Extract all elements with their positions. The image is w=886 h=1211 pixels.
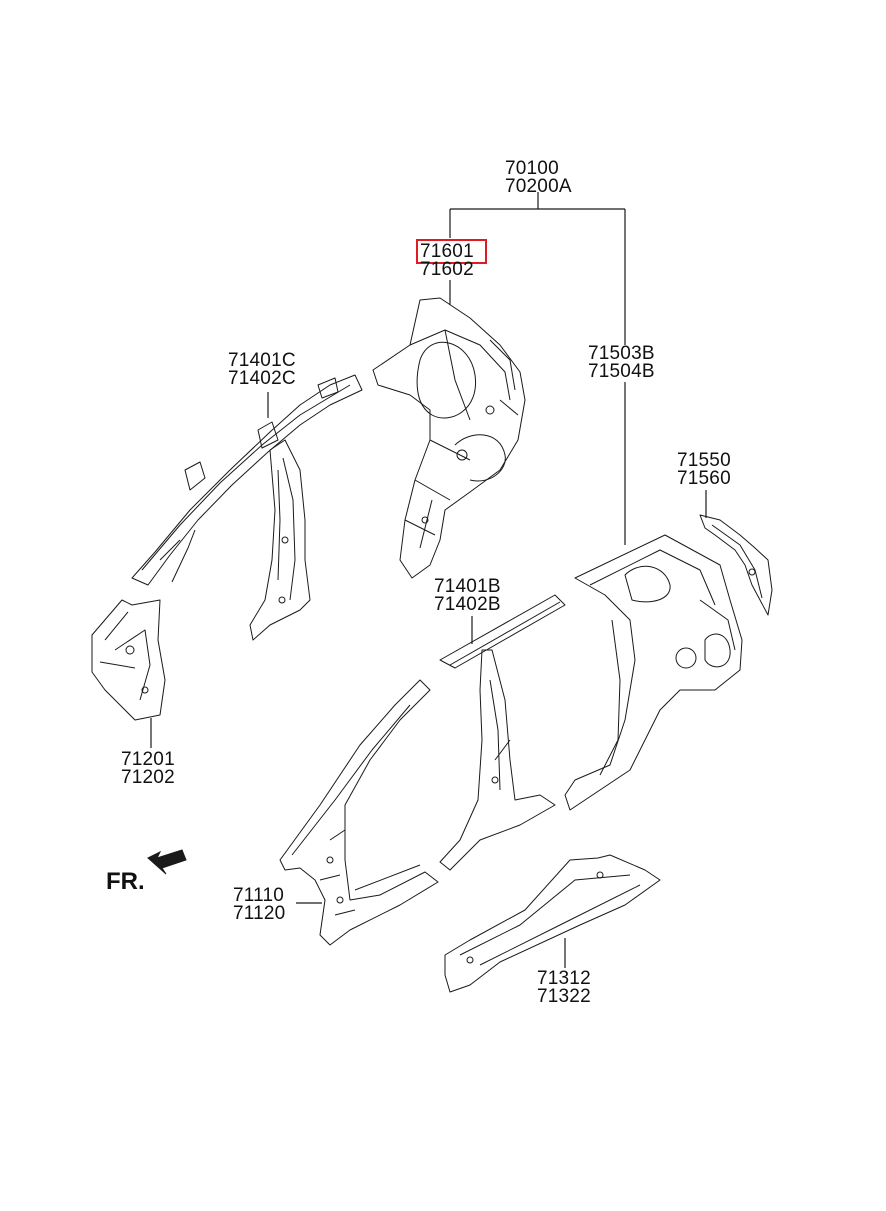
part-71312-drawing bbox=[444, 854, 661, 993]
front-direction-label: FR. bbox=[106, 868, 145, 895]
label-71312[interactable]: 71312 71322 bbox=[537, 968, 591, 1007]
label-71401c[interactable]: 71401C 71402C bbox=[228, 350, 296, 389]
label-70100[interactable]: 70100 70200A bbox=[505, 158, 572, 197]
part-71503b-drawing bbox=[564, 534, 743, 811]
leader-lines bbox=[150, 192, 707, 968]
label-71601[interactable]: 71601 71602 bbox=[420, 241, 474, 280]
part-71401b-drawing bbox=[439, 594, 566, 871]
part-71550-drawing bbox=[699, 514, 773, 616]
part-71401c-drawing bbox=[131, 374, 363, 641]
highlight-box bbox=[416, 239, 487, 264]
front-arrow-icon bbox=[147, 849, 187, 875]
label-71201[interactable]: 71201 71202 bbox=[121, 749, 175, 788]
part-71201-drawing bbox=[91, 599, 166, 721]
part-71110-drawing bbox=[279, 679, 439, 946]
label-71503b[interactable]: 71503B 71504B bbox=[588, 343, 655, 382]
label-71401b[interactable]: 71401B 71402B bbox=[434, 576, 501, 615]
label-71550[interactable]: 71550 71560 bbox=[677, 450, 731, 489]
part-71601-drawing bbox=[372, 297, 526, 579]
label-71110[interactable]: 71110 71120 bbox=[233, 885, 286, 924]
